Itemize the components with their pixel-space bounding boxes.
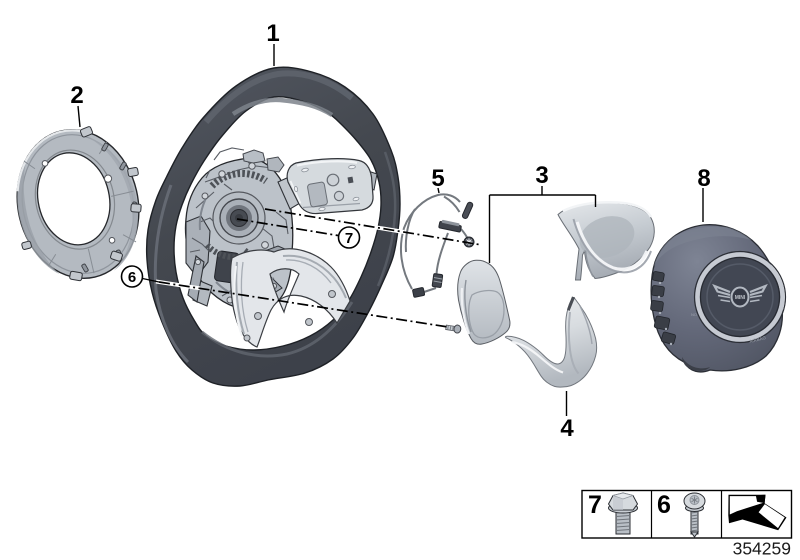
svg-text:6: 6 bbox=[128, 269, 136, 286]
svg-text:MINI: MINI bbox=[735, 295, 746, 301]
svg-text:7: 7 bbox=[345, 230, 353, 247]
svg-text:3: 3 bbox=[535, 162, 548, 189]
svg-text:2: 2 bbox=[70, 82, 83, 109]
svg-text:1: 1 bbox=[266, 20, 279, 47]
svg-text:7: 7 bbox=[588, 491, 602, 519]
svg-text:8: 8 bbox=[697, 165, 710, 192]
svg-text:6: 6 bbox=[657, 491, 671, 519]
svg-text:AIRBAG: AIRBAG bbox=[749, 335, 767, 344]
svg-text:5: 5 bbox=[431, 165, 444, 192]
svg-text:4: 4 bbox=[560, 415, 574, 442]
svg-text:354259: 354259 bbox=[733, 539, 791, 559]
svg-text:NO: NO bbox=[691, 312, 697, 317]
